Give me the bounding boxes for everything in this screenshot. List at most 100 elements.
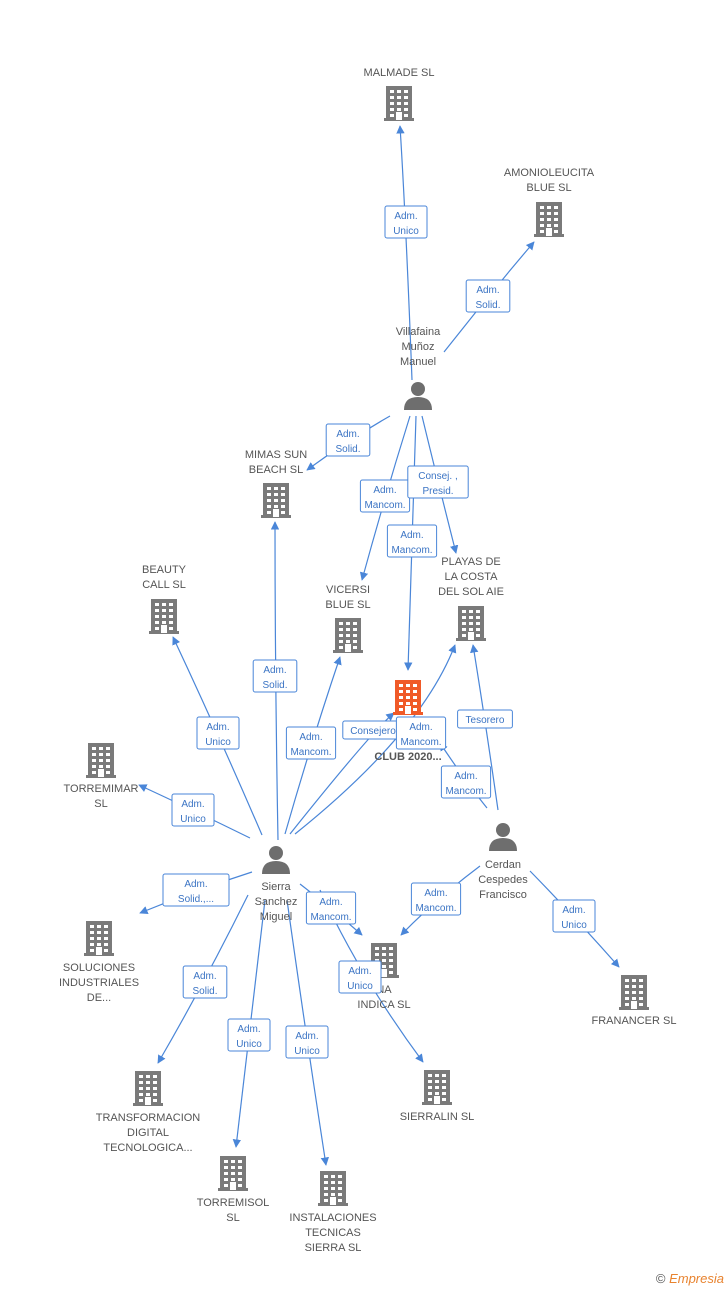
person-icon	[404, 382, 432, 410]
edge-label[interactable]: Adm. Unico	[171, 793, 215, 827]
node-label: AMONIOLEUCITA	[504, 167, 595, 179]
edge-label-text: Adm.	[184, 879, 207, 890]
edge-label-text: Adm.	[373, 485, 396, 496]
edge-label[interactable]: Adm.Mancom.	[386, 524, 438, 558]
building-icon	[422, 1070, 452, 1105]
edge-label[interactable]: Adm.Unico	[196, 716, 240, 750]
edge-label[interactable]: Adm.Unico	[338, 960, 382, 994]
person-icon	[489, 823, 517, 851]
node-label: Villafaina	[396, 326, 441, 338]
edge-label-text: Unico	[180, 814, 206, 825]
edge-label-text: Adm.	[562, 905, 585, 916]
building-icon	[534, 202, 564, 237]
edge-label[interactable]: Adm.Mancom.	[395, 716, 447, 750]
edge-label-text: Adm.	[295, 1031, 318, 1042]
building-icon	[369, 943, 399, 978]
edge-label-box	[252, 659, 298, 693]
edge-label-text: Adm.	[193, 971, 216, 982]
node-label: Sanchez	[255, 896, 298, 908]
edge-label[interactable]: Adm.Solid.	[252, 659, 298, 693]
node-soluciones[interactable]: SOLUCIONESINDUSTRIALESDE...	[59, 921, 139, 1004]
edge-label-box	[465, 279, 511, 313]
edge-label-text: Adm.	[263, 665, 286, 676]
edge-label[interactable]: Adm. Unico	[552, 899, 596, 933]
edge-label-text: Adm.	[336, 429, 359, 440]
edge-label[interactable]: Adm.Unico	[384, 205, 428, 239]
node-label: TRANSFORMACION	[96, 1112, 201, 1124]
edge-label-box	[227, 1018, 271, 1052]
edge-label-text: Adm.	[409, 722, 432, 733]
edge-label[interactable]: Adm. Solid.	[325, 423, 371, 457]
edge-label-text: Adm.	[237, 1024, 260, 1035]
edge-label[interactable]: Adm.Mancom.	[359, 479, 411, 513]
edge-label-text: Mancom.	[415, 903, 456, 914]
brand-logo[interactable]: Empresia	[669, 1271, 724, 1286]
edge-label[interactable]: Adm.Mancom.	[440, 765, 492, 799]
edge-label-box	[457, 709, 513, 729]
node-label: Manuel	[400, 356, 436, 368]
node-label: SIERRALIN SL	[400, 1111, 475, 1123]
node-main[interactable]: BCLUB 2020...	[374, 680, 442, 763]
edge-label[interactable]: Consej. ,Presid.	[407, 465, 469, 499]
edge-label[interactable]: Consejero	[342, 720, 404, 740]
edge-label-text: Unico	[561, 920, 587, 931]
edge-label[interactable]: Tesorero	[457, 709, 513, 729]
building-icon	[218, 1156, 248, 1191]
edge-label-text: Solid.	[192, 986, 217, 997]
node-francer[interactable]: FRANANCER SL	[592, 975, 677, 1027]
node-label: INSTALACIONES	[289, 1212, 376, 1224]
building-icon	[86, 743, 116, 778]
node-label: TECNOLOGICA...	[103, 1142, 192, 1154]
edge-label-text: Unico	[294, 1046, 320, 1057]
edge-labels-layer: Adm.UnicoAdm.Solid.Adm.Solid.Adm.Mancom.…	[162, 205, 596, 1059]
edge-label[interactable]: Adm.Solid.	[465, 279, 511, 313]
edge-label-box	[285, 1025, 329, 1059]
node-label: Cespedes	[478, 874, 528, 886]
node-label: PLAYAS DE	[441, 556, 501, 568]
edge-label-text: Adm.	[206, 722, 229, 733]
node-label: DEL SOL AIE	[438, 586, 504, 598]
building-icon	[261, 483, 291, 518]
edge-label-text: Mancom.	[310, 912, 351, 923]
edge-sierra-to-main	[289, 712, 395, 835]
edge-label-text: Consej. ,	[418, 471, 457, 482]
node-label: Muñoz	[401, 341, 434, 353]
node-label: CALL SL	[142, 579, 186, 591]
node-label: TORREMISOL	[197, 1197, 270, 1209]
edge-label[interactable]: Adm.Mancom.	[305, 891, 357, 925]
edge-label-text: Solid.	[335, 444, 360, 455]
edge-label[interactable]: Adm.Mancom.	[285, 726, 337, 760]
edge-label[interactable]: Adm.Unico	[227, 1018, 271, 1052]
node-label: CLUB 2020...	[374, 751, 441, 763]
edge-label-text: Adm.	[181, 799, 204, 810]
edge-label-box	[410, 882, 462, 916]
edge-label[interactable]: Adm. Unico	[285, 1025, 329, 1059]
edge-label-box	[384, 205, 428, 239]
edge-label[interactable]: Adm.Solid.,...	[162, 873, 230, 907]
edge-label[interactable]: Adm. Solid.	[182, 965, 228, 999]
node-malmade[interactable]: MALMADE SL	[364, 67, 435, 121]
edge-label-text: Mancom.	[391, 545, 432, 556]
edge-label-text: Adm.	[394, 211, 417, 222]
node-label: Francisco	[479, 889, 527, 901]
edge-label-text: Unico	[347, 981, 373, 992]
edge-label[interactable]: Adm.Mancom.	[410, 882, 462, 916]
node-sierralin[interactable]: SIERRALIN SL	[400, 1070, 475, 1123]
node-transformacion[interactable]: TRANSFORMACIONDIGITALTECNOLOGICA...	[96, 1071, 201, 1154]
edge-label-text: Adm.	[476, 285, 499, 296]
node-label: Sierra	[261, 881, 291, 893]
building-icon	[333, 618, 363, 653]
